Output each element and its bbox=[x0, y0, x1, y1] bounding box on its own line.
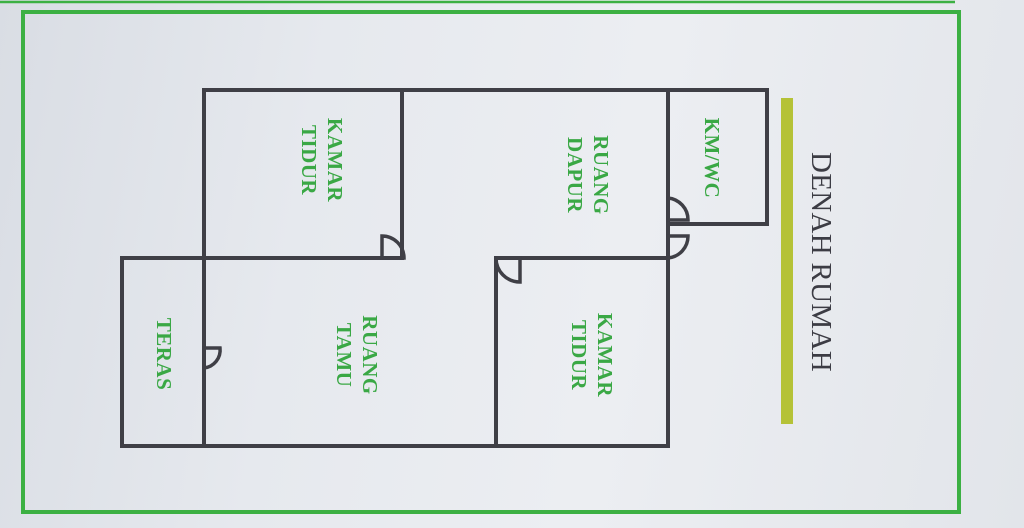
title-group: DENAH RUMAH bbox=[805, 152, 837, 372]
label-ruang-dapur-line1: RUANG bbox=[589, 135, 613, 215]
wall-top-outline bbox=[202, 88, 769, 226]
label-ruang-tamu-line2: TAMU bbox=[332, 323, 356, 388]
label-km-wc-text: KM/WC bbox=[700, 118, 724, 199]
label-kamar-tidur-2-line1: KAMAR bbox=[593, 313, 617, 397]
label-ruang-dapur-line2: DAPUR bbox=[563, 137, 587, 213]
green-frame bbox=[21, 10, 961, 514]
door-teras bbox=[202, 346, 222, 370]
label-teras-text: TERAS bbox=[152, 318, 176, 391]
label-kamar-tidur-1-line2: TIDUR bbox=[297, 125, 321, 196]
door-kamar-tidur-1 bbox=[380, 234, 406, 260]
label-kamar-tidur-2-line2: TIDUR bbox=[567, 320, 591, 391]
label-ruang-tamu-line1: RUANG bbox=[358, 315, 382, 395]
title-accent-bar bbox=[781, 98, 793, 424]
door-km-wc bbox=[666, 196, 690, 222]
plan-title: DENAH RUMAH bbox=[805, 152, 837, 372]
label-teras: TERAS bbox=[152, 318, 176, 391]
door-kamar-tidur-2 bbox=[494, 256, 522, 284]
label-ruang-dapur: RUANG DAPUR bbox=[563, 135, 613, 215]
label-km-wc: KM/WC bbox=[700, 118, 724, 199]
door-dapur bbox=[666, 234, 690, 260]
doors bbox=[202, 196, 690, 370]
label-kamar-tidur-1-line1: KAMAR bbox=[323, 118, 347, 202]
label-kamar-tidur-1: KAMAR TIDUR bbox=[297, 118, 347, 202]
walls bbox=[120, 88, 769, 448]
label-ruang-tamu: RUANG TAMU bbox=[332, 315, 382, 395]
label-kamar-tidur-2: KAMAR TIDUR bbox=[567, 313, 617, 397]
